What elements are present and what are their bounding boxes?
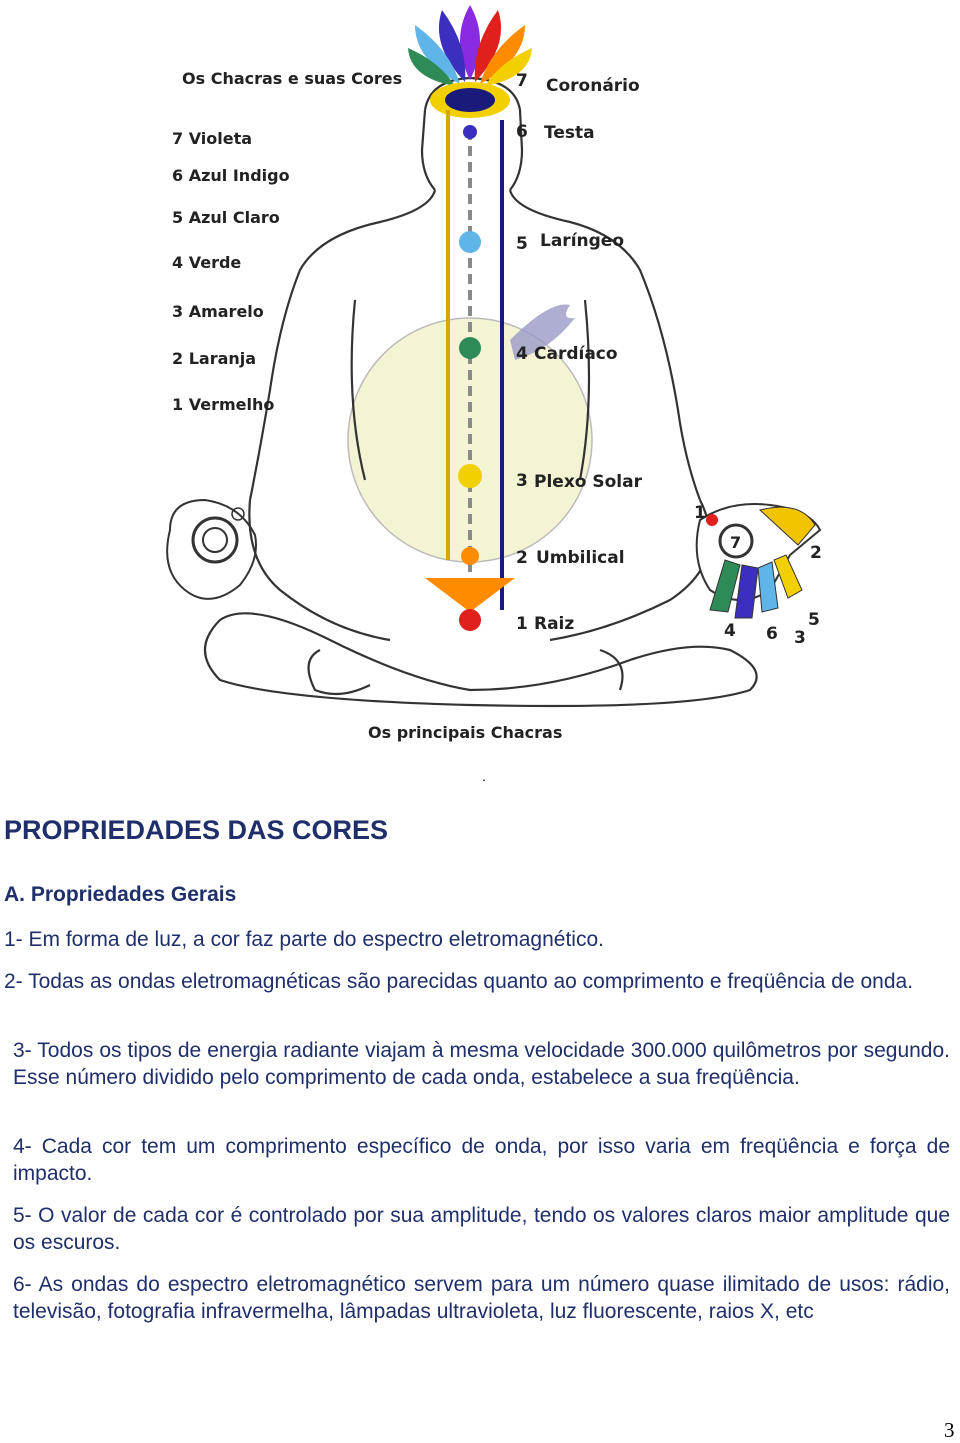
dot-mark: . xyxy=(482,768,486,784)
chakra-name: Plexo Solar xyxy=(534,472,643,492)
paragraph-2: 2- Todas as ondas eletromagnéticas são p… xyxy=(4,970,914,993)
page-number: 3 xyxy=(944,1418,955,1442)
hand-number: 6 xyxy=(766,624,778,644)
chakra-name: Coronário xyxy=(546,76,640,96)
chakra-num: 3 xyxy=(516,471,528,491)
chakra-name: Laríngeo xyxy=(540,231,624,251)
paragraph-3: 3- Todos os tipos de energia radiante vi… xyxy=(13,1039,950,1089)
base-triangle xyxy=(425,578,515,612)
crown-lotus xyxy=(408,5,532,118)
chakra-num: 7 xyxy=(516,71,528,91)
chakra-marker-6 xyxy=(463,125,477,139)
page-heading: PROPRIEDADES DAS CORES xyxy=(4,815,389,845)
figure-title: Os Chacras e suas Cores xyxy=(182,69,402,88)
right-hand xyxy=(695,503,822,619)
chakra-marker-2 xyxy=(461,547,479,565)
legend-item: 4 Verde xyxy=(172,253,241,272)
hand-number: 2 xyxy=(810,543,822,563)
chakra-marker-1 xyxy=(459,609,481,631)
chakra-name: Testa xyxy=(544,123,595,143)
chakra-num: 5 xyxy=(516,234,528,254)
heart-wing xyxy=(510,304,575,360)
paragraph-5: 5- O valor de cada cor é controlado por … xyxy=(13,1204,950,1254)
hand-number: 7 xyxy=(730,533,741,552)
left-hand xyxy=(166,498,257,600)
chakra-num: 6 xyxy=(516,122,528,142)
chakra-markers xyxy=(458,125,482,631)
hand-numbers: 1 2 7 4 6 3 5 xyxy=(694,503,822,648)
chakra-illustration: Os Chacras e suas Cores 7 Violeta 6 Azul… xyxy=(166,5,822,742)
chakra-name: Raiz xyxy=(534,614,574,634)
legend-item: 3 Amarelo xyxy=(172,302,264,321)
paragraph-1: 1- Em forma de luz, a cor faz parte do e… xyxy=(4,928,604,951)
chakra-labels: 7 Coronário 6 Testa 5 Laríngeo 4 Cardíac… xyxy=(516,71,643,634)
hand-number: 3 xyxy=(794,628,806,648)
legend-item: 7 Violeta xyxy=(172,129,252,148)
legend-item: 6 Azul Indigo xyxy=(172,166,290,185)
chakra-figure: Os Chacras e suas Cores 7 Violeta 6 Azul… xyxy=(130,0,830,770)
hand-number: 5 xyxy=(808,610,820,630)
legend-item: 5 Azul Claro xyxy=(172,208,280,227)
legend-item: 1 Vermelho xyxy=(172,395,274,414)
chakra-name: Umbilical xyxy=(536,548,625,568)
chakra-marker-4 xyxy=(459,337,481,359)
chakra-marker-5 xyxy=(459,231,481,253)
colors-legend: 7 Violeta 6 Azul Indigo 5 Azul Claro 4 V… xyxy=(172,129,290,414)
figure-caption: Os principais Chacras xyxy=(368,723,562,742)
legend-item: 2 Laranja xyxy=(172,349,256,368)
chakra-marker-3 xyxy=(458,464,482,488)
hand-number: 4 xyxy=(724,621,736,641)
paragraph-6: 6- As ondas do espectro eletromagnético … xyxy=(13,1273,950,1323)
chakra-name: Cardíaco xyxy=(534,344,618,364)
paragraph-4: 4- Cada cor tem um comprimento específic… xyxy=(13,1135,950,1185)
hand-number: 1 xyxy=(694,503,706,523)
section-heading: A. Propriedades Gerais xyxy=(4,883,237,906)
energy-channels xyxy=(446,110,504,610)
chakra-num: 4 xyxy=(516,344,528,364)
chakra-num: 1 xyxy=(516,614,528,634)
chakra-num: 2 xyxy=(516,548,528,568)
